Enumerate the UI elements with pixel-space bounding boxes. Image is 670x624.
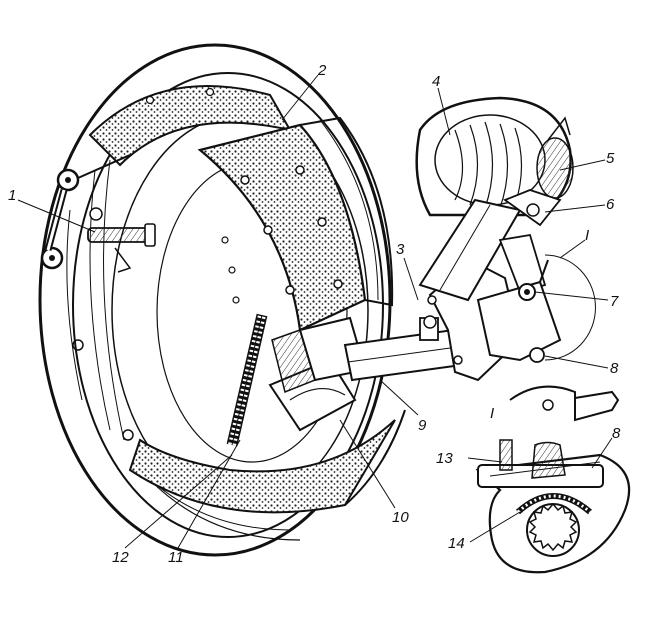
return-spring [226, 313, 268, 447]
lower-brake-shoe [128, 409, 406, 514]
detail-inset [475, 385, 631, 574]
label-detail-I: I [585, 227, 589, 244]
leader-lines [17, 74, 613, 549]
label-1: 1 [8, 187, 16, 204]
label-4: 4 [432, 73, 440, 90]
expander-cam [268, 316, 367, 432]
slack-adjuster [476, 259, 562, 363]
label-detail-inset-I: I [490, 405, 494, 422]
label-7: 7 [610, 293, 619, 310]
label-6: 6 [606, 196, 615, 213]
upper-brake-shoe [88, 85, 394, 332]
label-14: 14 [448, 535, 465, 552]
label-3: 3 [396, 241, 405, 258]
backing-plate [38, 43, 392, 557]
detail-callout-circle [544, 254, 596, 361]
label-9: 9 [418, 417, 427, 434]
label-2: 2 [317, 62, 327, 79]
label-11: 11 [168, 549, 184, 566]
label-10: 10 [392, 509, 409, 526]
shoe-anchor-linkage [40, 154, 131, 270]
push-rod [418, 189, 562, 302]
brake-chamber [415, 96, 574, 217]
label-8-inset: 8 [612, 425, 621, 442]
bleed-valve [87, 207, 156, 273]
label-12: 12 [112, 549, 129, 566]
label-13: 13 [436, 450, 453, 467]
label-8: 8 [610, 360, 619, 377]
label-5: 5 [606, 150, 615, 167]
